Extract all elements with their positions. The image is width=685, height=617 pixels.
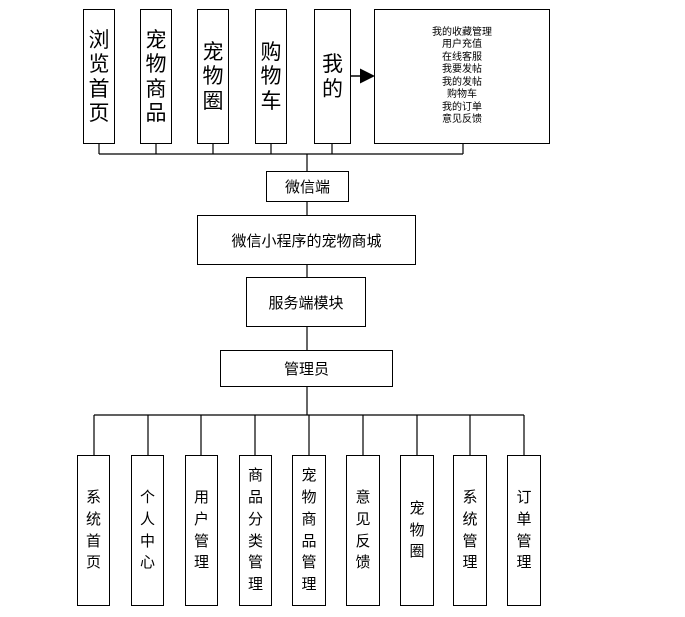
vertical-label: 订单管理 — [516, 488, 532, 572]
top-module-me: 我的 — [314, 9, 351, 144]
admin-module-user-management: 用户管理 — [185, 455, 218, 606]
server-module-box: 服务端模块 — [246, 277, 366, 327]
vertical-label: 意见反馈 — [355, 488, 371, 572]
server-module-label: 服务端模块 — [268, 293, 344, 312]
admin-module-system-home: 系统首页 — [77, 455, 110, 606]
submenu-item: 购物车 — [447, 89, 477, 100]
wechat-client-label: 微信端 — [284, 178, 330, 196]
submenu-item: 我的发帖 — [442, 76, 482, 88]
top-module-cart: 购物车 — [255, 9, 287, 144]
submenu-item: 我的订单 — [442, 101, 482, 113]
mini-program-label: 微信小程序的宠物商城 — [231, 231, 382, 250]
submenu-item: 我的收藏管理 — [432, 26, 492, 38]
admin-module-personal-center: 个人中心 — [131, 455, 164, 606]
submenu-item: 在线客服 — [442, 51, 482, 63]
vertical-label: 宠物圈 — [202, 40, 224, 113]
vertical-label: 系统管理 — [462, 488, 478, 572]
vertical-label: 商品分类管理 — [247, 466, 263, 593]
vertical-label: 我的 — [322, 52, 343, 101]
top-module-pet-circle: 宠物圈 — [197, 9, 229, 144]
admin-label: 管理员 — [283, 360, 329, 378]
vertical-label: 宠物商品 — [145, 28, 167, 125]
vertical-label: 购物车 — [260, 40, 282, 113]
vertical-label: 系统首页 — [85, 488, 101, 572]
admin-box: 管理员 — [220, 350, 393, 387]
top-module-pet-products: 宠物商品 — [140, 9, 172, 144]
admin-module-feedback: 意见反馈 — [346, 455, 380, 606]
me-submenu-box: 我的收藏管理 用户充值 在线客服 我要发帖 我的发帖 购物车 我的订单 意见反馈 — [374, 9, 550, 144]
vertical-label: 宠物圈 — [409, 498, 425, 561]
vertical-label: 用户管理 — [193, 488, 209, 572]
admin-module-pet-circle: 宠物圈 — [400, 455, 434, 606]
admin-module-order-management: 订单管理 — [507, 455, 541, 606]
submenu-item: 意见反馈 — [442, 114, 482, 125]
vertical-label: 个人中心 — [139, 488, 155, 572]
admin-module-category-management: 商品分类管理 — [239, 455, 272, 606]
submenu-item: 我要发帖 — [442, 64, 482, 75]
top-module-browse-home: 浏览首页 — [83, 9, 115, 144]
vertical-label: 宠物商品管理 — [301, 466, 317, 593]
submenu-item: 用户充值 — [442, 39, 482, 50]
admin-module-system-management: 系统管理 — [453, 455, 487, 606]
wechat-client-box: 微信端 — [266, 171, 349, 202]
mini-program-box: 微信小程序的宠物商城 — [197, 215, 416, 265]
admin-module-pet-product-management: 宠物商品管理 — [292, 455, 326, 606]
vertical-label: 浏览首页 — [88, 28, 110, 125]
